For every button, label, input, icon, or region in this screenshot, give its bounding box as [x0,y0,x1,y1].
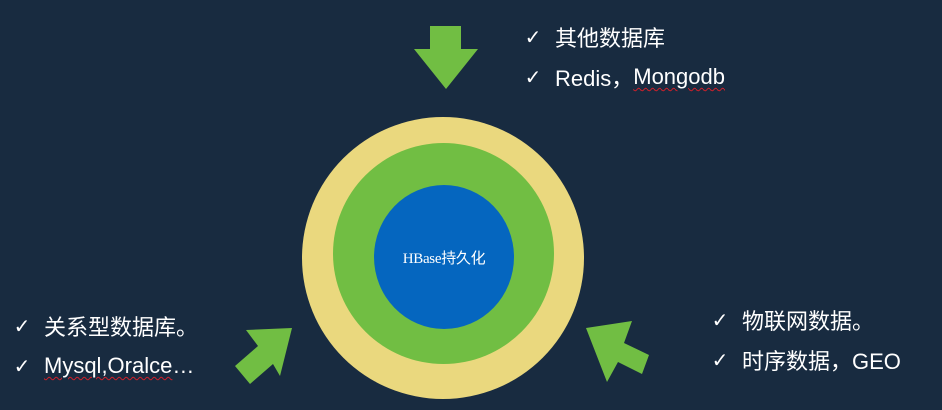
arrow-down-icon [414,26,478,89]
checkmark-icon: ✓ [524,26,542,49]
item-text: 时序数据，GEO [742,349,901,374]
item-text: Redis， [555,66,634,91]
list-item: ✓ Redis，Mongodb [523,57,725,97]
item-text: 其他数据库 [555,26,666,51]
list-item: ✓ 物联网数据。 [710,300,901,340]
item-text: 关系型数据库。 [44,315,199,340]
other-databases-list: ✓ 其他数据库 ✓ Redis，Mongodb [523,17,725,97]
checkmark-icon: ✓ [711,349,729,372]
checkmark-icon: ✓ [711,309,729,332]
checkmark-icon: ✓ [13,355,31,378]
item-text-ellipsis: … [172,353,195,378]
item-text: 物联网数据。 [742,309,875,334]
arrow-up-right-icon [235,328,292,384]
checkmark-icon: ✓ [13,315,31,338]
list-item: ✓ 时序数据，GEO [710,340,901,380]
list-item: ✓ 其他数据库 [523,17,725,57]
core-circle: HBase持久化 [374,185,514,329]
arrow-up-left-icon [586,321,649,382]
relational-databases-list: ✓ 关系型数据库。 ✓ Mysql,Oralce… [12,306,198,386]
item-text-misspelled: Mongodb [633,64,725,89]
checkmark-icon: ✓ [524,66,542,89]
iot-data-list: ✓ 物联网数据。 ✓ 时序数据，GEO [710,300,901,380]
item-text-misspelled: Mysql,Oralce [44,353,173,378]
list-item: ✓ Mysql,Oralce… [12,346,198,386]
core-label: HBase持久化 [402,250,486,267]
list-item: ✓ 关系型数据库。 [12,306,198,346]
